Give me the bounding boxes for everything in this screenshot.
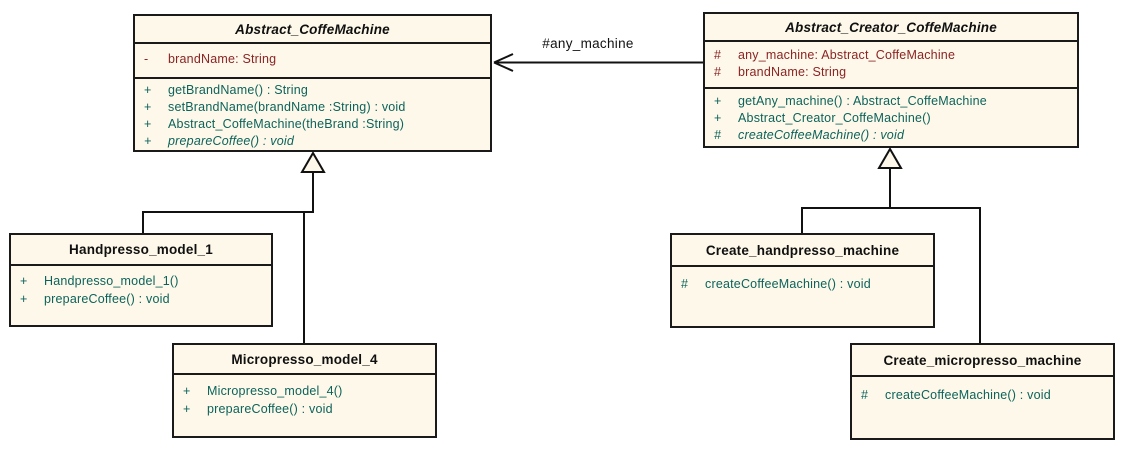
- visibility-symbol: #: [714, 128, 722, 142]
- class-micropresso-model-4[interactable]: Micropresso_model_4 + Micropresso_model_4…: [172, 343, 437, 438]
- method-row-abstract: # createCoffeeMachine() : void: [705, 127, 1077, 144]
- method-row: + Micropresso_model_4(): [174, 383, 435, 401]
- visibility-symbol: +: [714, 111, 722, 125]
- methods-compartment: + Micropresso_model_4() + prepareCoffee() …: [174, 375, 435, 436]
- class-title: Create_handpresso_machine: [672, 235, 933, 267]
- attribute-row: - brandName: String: [135, 51, 490, 68]
- method-text: Abstract_Creator_CoffeMachine(): [738, 111, 931, 125]
- methods-compartment: # createCoffeeMachine() : void: [672, 267, 933, 326]
- class-title: Micropresso_model_4: [174, 345, 435, 375]
- methods-compartment: + getBrandName() : String + setBrandName(b…: [135, 79, 490, 150]
- methods-compartment: + getAny_machine() : Abstract_CoffeMachin…: [705, 89, 1077, 146]
- attribute-text: any_machine: Abstract_CoffeMachine: [738, 48, 956, 62]
- hollow-triangle-icon: [300, 151, 326, 173]
- method-row-abstract: + prepareCoffee() : void: [135, 133, 490, 150]
- method-row: + Abstract_CoffeMachine(theBrand :String): [135, 116, 490, 133]
- visibility-symbol: #: [681, 277, 689, 291]
- method-row: + prepareCoffee() : void: [11, 291, 271, 309]
- method-text: createCoffeeMachine() : void: [705, 277, 871, 291]
- method-text: getAny_machine() : Abstract_CoffeMachine: [738, 94, 987, 108]
- method-row: # createCoffeeMachine() : void: [672, 276, 933, 293]
- method-row: + setBrandName(brandName :String) : void: [135, 99, 490, 116]
- attribute-text: brandName: String: [168, 52, 277, 66]
- association-role-label: #any_machine: [542, 36, 634, 51]
- class-handpresso-model-1[interactable]: Handpresso_model_1 + Handpresso_model_1()…: [9, 233, 273, 327]
- hollow-triangle-icon: [877, 147, 903, 169]
- method-row: + getBrandName() : String: [135, 82, 490, 99]
- attribute-row: # any_machine: Abstract_CoffeMachine: [705, 47, 1077, 64]
- method-text: setBrandName(brandName :String) : void: [168, 100, 406, 114]
- open-arrowhead-icon: [493, 53, 514, 72]
- attributes-compartment: # any_machine: Abstract_CoffeMachine # bra…: [705, 42, 1077, 89]
- attribute-row: # brandName: String: [705, 64, 1077, 81]
- visibility-symbol: #: [714, 65, 722, 79]
- visibility-symbol: +: [20, 274, 28, 288]
- visibility-symbol: +: [144, 134, 152, 148]
- method-text: createCoffeeMachine() : void: [885, 388, 1051, 402]
- visibility-symbol: +: [20, 291, 28, 306]
- visibility-symbol: -: [144, 52, 149, 66]
- method-text: Micropresso_model_4(): [207, 384, 343, 398]
- class-title: Abstract_CoffeMachine: [135, 16, 490, 44]
- method-text: Abstract_CoffeMachine(theBrand :String): [168, 117, 405, 131]
- method-text: getBrandName() : String: [168, 83, 309, 97]
- method-row: # createCoffeeMachine() : void: [852, 387, 1113, 404]
- method-text: prepareCoffee() : void: [207, 401, 333, 416]
- class-abstract-creator-coffemachine[interactable]: Abstract_Creator_CoffeMachine # any_machi…: [703, 12, 1079, 148]
- method-text: createCoffeeMachine() : void: [738, 128, 905, 142]
- association-connector[interactable]: [493, 53, 703, 72]
- method-text: prepareCoffee() : void: [44, 291, 170, 306]
- method-row: + getAny_machine() : Abstract_CoffeMachin…: [705, 93, 1077, 110]
- class-title: Create_micropresso_machine: [852, 345, 1113, 377]
- visibility-symbol: +: [144, 83, 152, 97]
- class-title: Handpresso_model_1: [11, 235, 271, 266]
- class-create-handpresso-machine[interactable]: Create_handpresso_machine # createCoffeeM…: [670, 233, 935, 328]
- visibility-symbol: +: [714, 94, 722, 108]
- method-row: + Handpresso_model_1(): [11, 273, 271, 291]
- attributes-compartment: - brandName: String: [135, 44, 490, 79]
- method-text: Handpresso_model_1(): [44, 274, 179, 288]
- visibility-symbol: +: [144, 100, 152, 114]
- visibility-symbol: +: [183, 401, 191, 416]
- visibility-symbol: #: [861, 388, 869, 402]
- method-text: prepareCoffee() : void: [168, 134, 294, 148]
- methods-compartment: # createCoffeeMachine() : void: [852, 377, 1113, 438]
- visibility-symbol: +: [183, 384, 191, 398]
- attribute-text: brandName: String: [738, 65, 847, 79]
- class-title: Abstract_Creator_CoffeMachine: [705, 14, 1077, 42]
- visibility-symbol: #: [714, 48, 722, 62]
- class-abstract-coffemachine[interactable]: Abstract_CoffeMachine - brandName: String…: [133, 14, 492, 152]
- method-row: + Abstract_Creator_CoffeMachine(): [705, 110, 1077, 127]
- class-create-micropresso-machine[interactable]: Create_micropresso_machine # createCoffee…: [850, 343, 1115, 440]
- visibility-symbol: +: [144, 117, 152, 131]
- method-row: + prepareCoffee() : void: [174, 401, 435, 419]
- methods-compartment: + Handpresso_model_1() + prepareCoffee() :…: [11, 266, 271, 325]
